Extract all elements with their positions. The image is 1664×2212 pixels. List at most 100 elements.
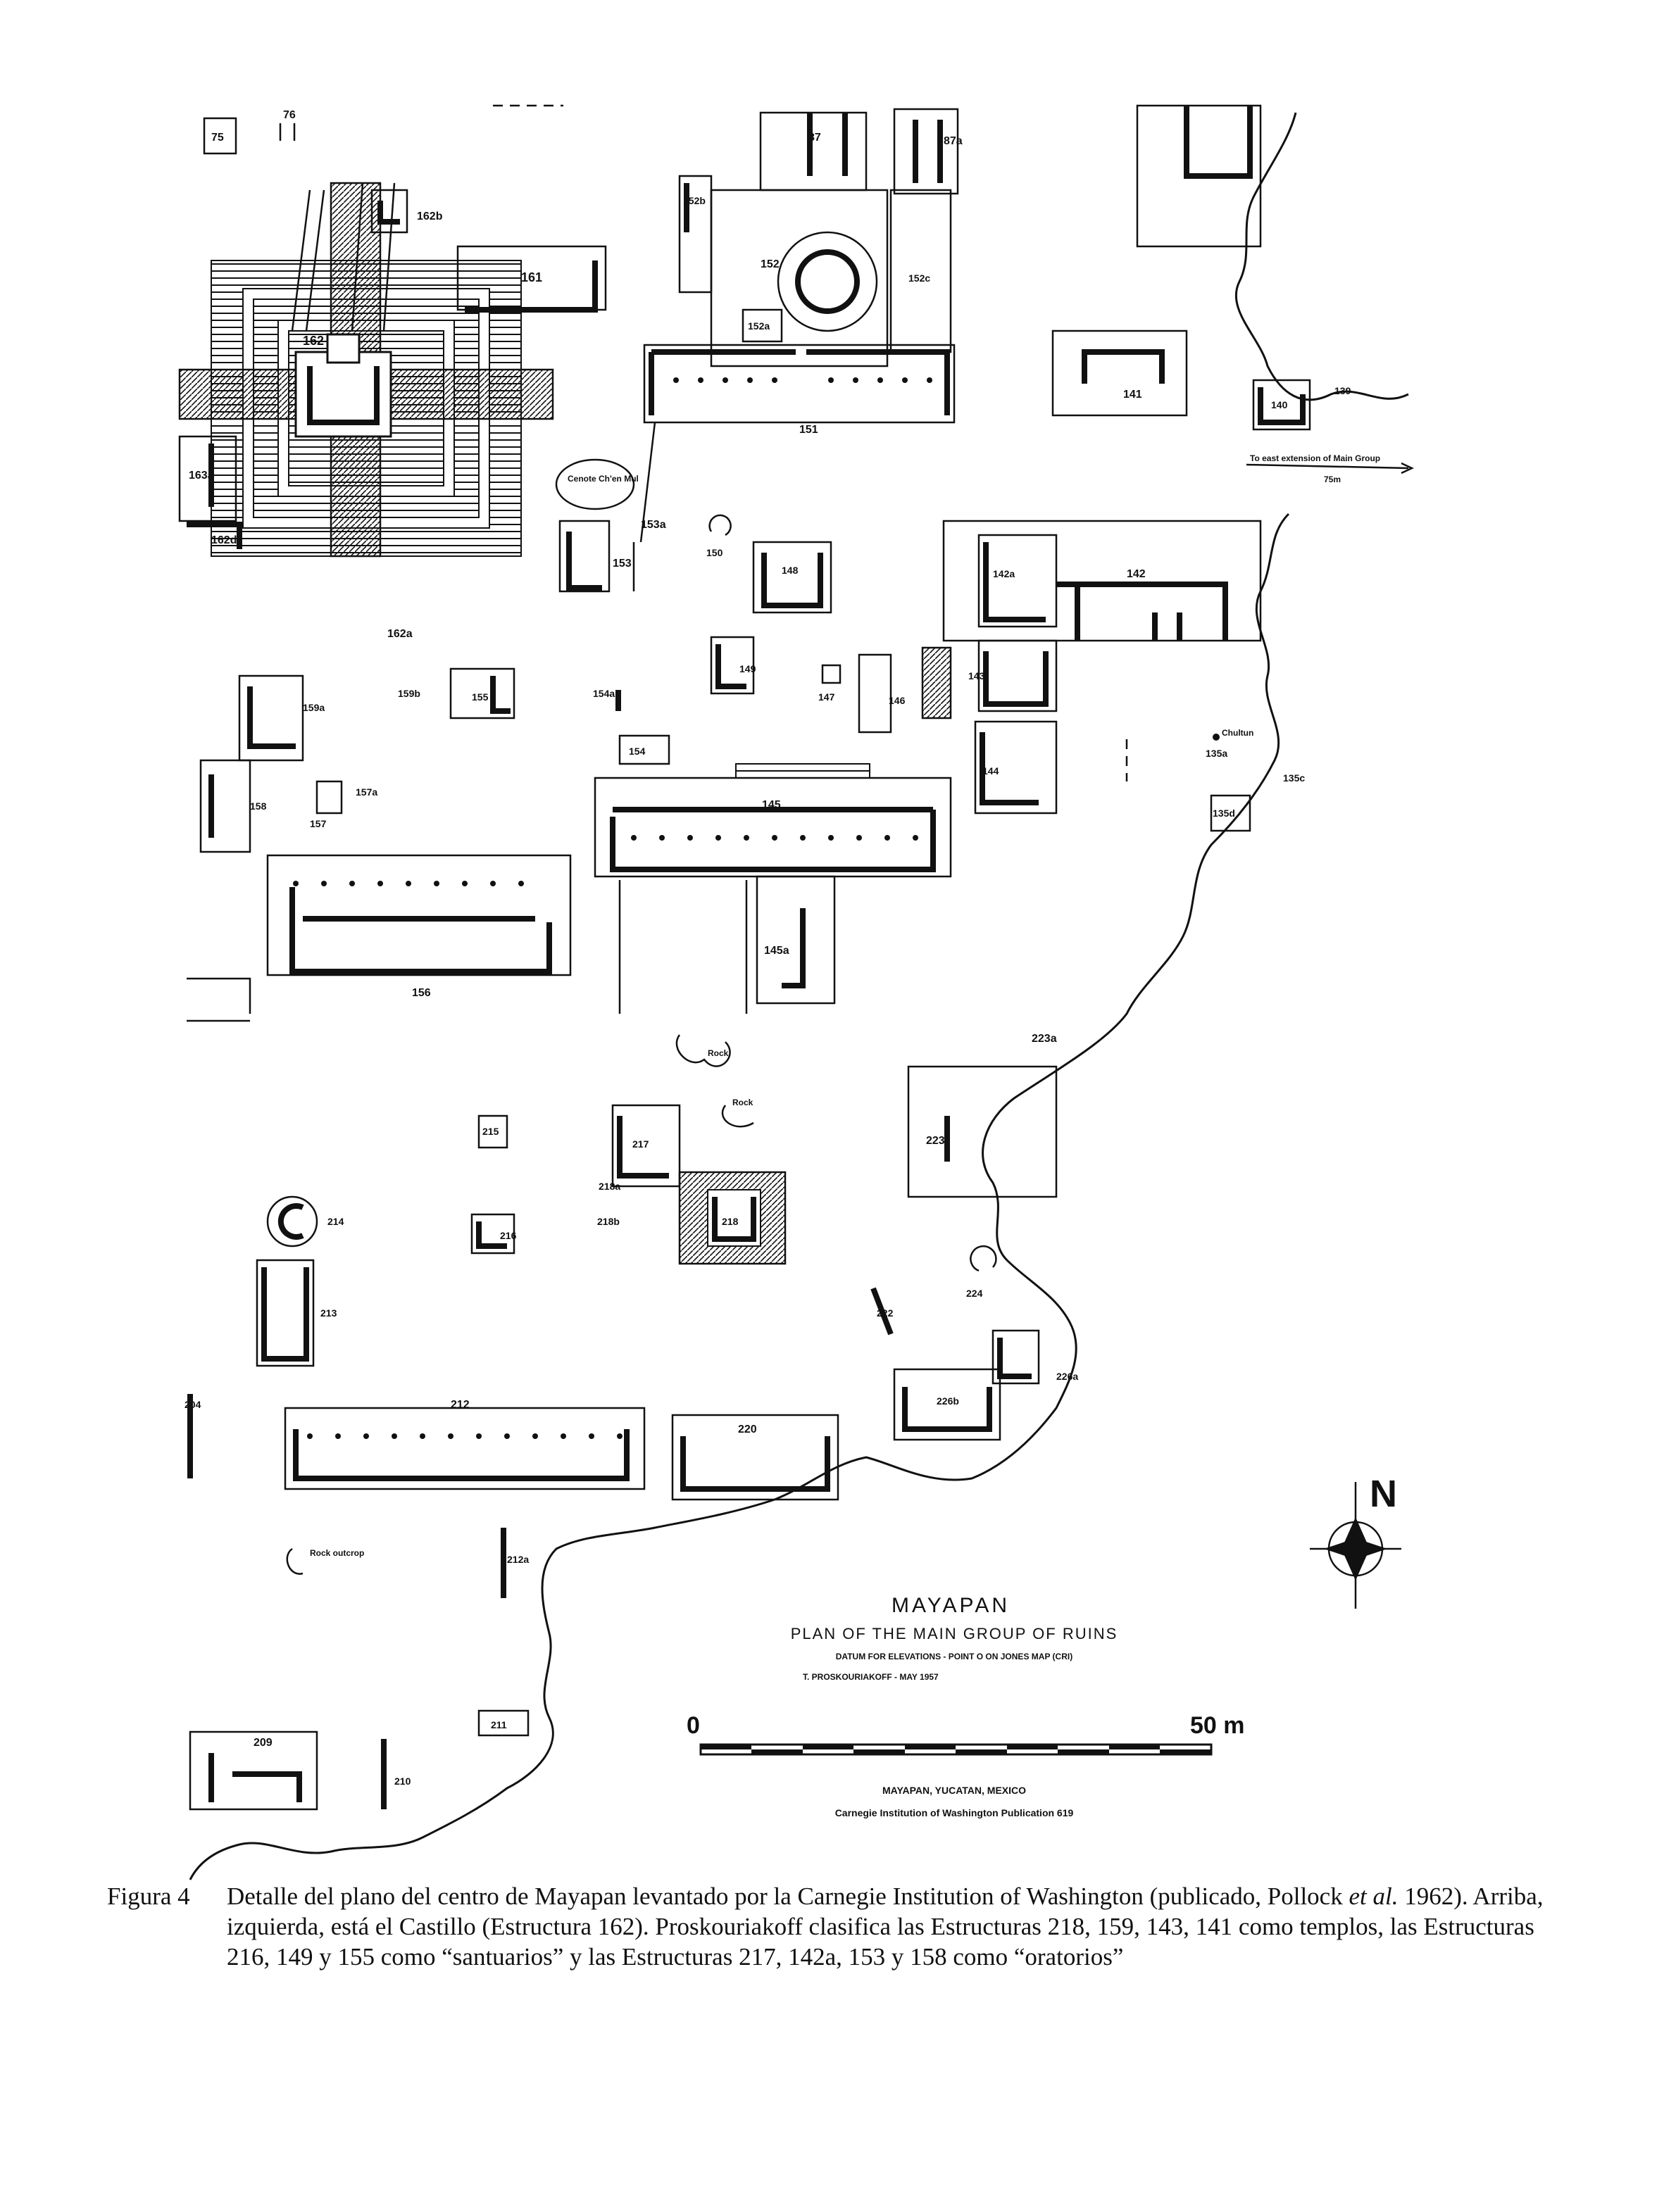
label-158: 158 xyxy=(250,800,267,812)
colonnade-dots-156 xyxy=(293,881,524,886)
rock-label-2: Rock xyxy=(732,1098,753,1107)
label-156: 156 xyxy=(412,987,431,999)
structure-155 xyxy=(449,667,515,719)
label-135a: 135a xyxy=(1206,748,1227,759)
chultun-label: Chultun xyxy=(1222,728,1253,738)
map-title: MAYAPAN xyxy=(892,1594,1010,1617)
map-subtitle: PLAN OF THE MAIN GROUP OF RUINS xyxy=(791,1625,1118,1642)
label-162b: 162b xyxy=(417,210,443,222)
label-223: 223 xyxy=(926,1135,945,1147)
escarpment-line-2 xyxy=(189,513,1290,1880)
label-149: 149 xyxy=(739,663,756,674)
label-152b: 152b xyxy=(683,195,706,206)
label-154: 154 xyxy=(629,746,646,757)
label-162a: 162a xyxy=(387,628,413,640)
site-plan-map: 162 75 76 162b 161 163a 162d Cenote Ch'e… xyxy=(178,104,1414,1880)
structure-212 xyxy=(284,1407,646,1490)
escarpment-line xyxy=(1234,112,1409,401)
label-152c: 152c xyxy=(908,272,930,284)
label-210: 210 xyxy=(394,1776,411,1787)
label-75: 75 xyxy=(211,132,224,144)
figure-caption: Figura 4 Detalle del plano del centro de… xyxy=(107,1881,1558,1972)
label-215: 215 xyxy=(482,1126,499,1137)
label-162: 162 xyxy=(303,334,324,348)
label-142a: 142a xyxy=(993,568,1015,579)
colonnade-dots-151 xyxy=(673,377,932,383)
label-143: 143 xyxy=(968,670,985,681)
label-155: 155 xyxy=(472,691,489,703)
label-222: 222 xyxy=(877,1307,894,1319)
structure-209 xyxy=(189,1730,318,1811)
structure-152-complex xyxy=(643,175,956,424)
rock-outcrop-label: Rock outcrop xyxy=(310,1548,364,1558)
structure-154 xyxy=(618,734,670,765)
structure-140 xyxy=(1252,379,1311,431)
cenote-label: Cenote Ch'en Mul xyxy=(568,474,639,484)
caption-italic: et al. xyxy=(1349,1883,1399,1910)
castillo-162 xyxy=(178,182,554,558)
structure-153 xyxy=(558,520,611,593)
label-159a: 159a xyxy=(303,702,325,713)
label-135c: 135c xyxy=(1283,772,1305,784)
north-arrow-icon xyxy=(1310,1482,1401,1609)
label-214: 214 xyxy=(327,1216,344,1227)
figure-label: Figura 4 xyxy=(107,1883,190,1910)
label-163a: 163a xyxy=(189,470,214,482)
label-150: 150 xyxy=(706,547,723,558)
east-extension-distance: 75m xyxy=(1324,475,1341,484)
structure-146 xyxy=(858,653,892,734)
label-152a: 152a xyxy=(748,320,770,332)
structure-217 xyxy=(611,1104,681,1188)
structure-215 xyxy=(477,1114,508,1149)
scale-start: 0 xyxy=(687,1712,700,1739)
label-162d: 162d xyxy=(211,534,237,546)
label-141: 141 xyxy=(1123,389,1142,401)
label-211: 211 xyxy=(491,1719,507,1730)
label-152: 152 xyxy=(761,258,780,270)
structure-144 xyxy=(974,720,1058,815)
label-146: 146 xyxy=(889,695,906,706)
structure-158 xyxy=(199,759,251,853)
scale-bar xyxy=(699,1743,1213,1756)
label-142: 142 xyxy=(1127,568,1146,580)
label-212a: 212a xyxy=(507,1554,529,1565)
label-151: 151 xyxy=(799,424,818,436)
cenote xyxy=(555,458,635,510)
label-154a: 154a xyxy=(593,688,615,699)
structure-151 xyxy=(643,344,956,424)
structure-211 xyxy=(477,1709,530,1737)
label-223a: 223a xyxy=(1032,1033,1057,1045)
label-218b: 218b xyxy=(597,1216,620,1227)
label-87a: 87a xyxy=(944,135,963,147)
label-209: 209 xyxy=(254,1737,273,1749)
structure-145 xyxy=(594,777,952,878)
label-148: 148 xyxy=(782,565,799,576)
east-extension-note: To east extension of Main Group xyxy=(1250,453,1380,463)
label-147: 147 xyxy=(818,691,835,703)
structure-143 xyxy=(977,639,1058,712)
colonnade-dots-145 xyxy=(631,835,918,841)
label-135d: 135d xyxy=(1213,807,1235,819)
publication-note: Carnegie Institution of Washington Publi… xyxy=(835,1807,1074,1818)
label-144: 144 xyxy=(982,765,999,777)
caption-text: Detalle del plano del centro de Mayapan … xyxy=(227,1881,1558,1972)
structure-214 xyxy=(266,1195,318,1248)
structure-142a xyxy=(977,534,1058,628)
structure-226b xyxy=(893,1368,1001,1441)
structure-141 xyxy=(1051,329,1188,417)
label-213: 213 xyxy=(320,1307,337,1319)
label-224: 224 xyxy=(966,1288,983,1299)
rock-label-1: Rock xyxy=(708,1048,729,1058)
structure-87 xyxy=(759,111,868,191)
structure-156 xyxy=(266,854,572,976)
structure-75 xyxy=(203,117,237,155)
north-label: N xyxy=(1370,1473,1397,1515)
structure-223 xyxy=(907,1065,1058,1198)
label-212: 212 xyxy=(451,1399,470,1411)
label-161: 161 xyxy=(521,270,542,284)
structure-148 xyxy=(752,541,832,614)
label-145: 145 xyxy=(762,799,781,811)
label-217: 217 xyxy=(632,1138,649,1150)
caption-text-part2: 1962). Arriba, izquierda, está el Castil… xyxy=(227,1883,1544,1971)
structure-149 xyxy=(710,636,755,695)
